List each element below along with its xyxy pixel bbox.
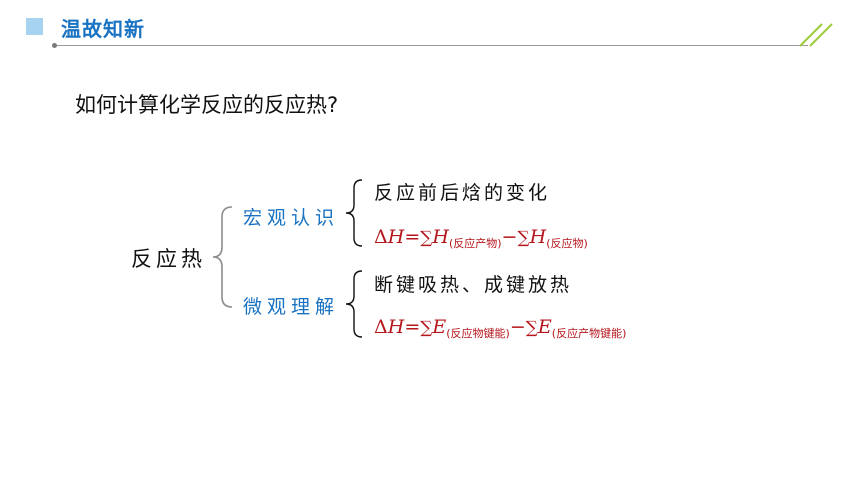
energy-var-products: E — [537, 316, 552, 338]
enthalpy-var-reactants: H — [529, 226, 547, 248]
sum-symbol-4: ∑ — [525, 318, 538, 338]
equals-sign: = — [404, 226, 421, 248]
subscript-products: (反应产物) — [448, 237, 502, 250]
delta-symbol-2: Δ — [374, 316, 388, 338]
branch-brace-micro-icon — [345, 270, 363, 338]
minus-sign: − — [501, 226, 518, 248]
subscript-reactants: (反应物) — [546, 237, 588, 250]
main-brace-icon — [212, 206, 233, 308]
enthalpy-var-2: H — [387, 316, 405, 338]
minus-sign-2: − — [509, 316, 526, 338]
delta-symbol: Δ — [374, 226, 388, 248]
root-label: 反应热 — [131, 247, 206, 271]
branch-label-macro: 宏观认识 — [243, 207, 340, 229]
leaf-enthalpy-change: 反应前后焓的变化 — [374, 182, 551, 204]
enthalpy-var-products: H — [432, 226, 449, 248]
page-title: 温故知新 — [61, 17, 145, 41]
energy-var-reactants: E — [432, 316, 447, 338]
leaf-bond-energy: 断键吸热、成键放热 — [374, 274, 573, 296]
sum-symbol: ∑ — [420, 228, 433, 248]
equals-sign-2: = — [404, 316, 421, 338]
divider-dot — [52, 43, 57, 48]
header-square-icon — [26, 18, 43, 35]
sum-symbol-3: ∑ — [420, 318, 433, 338]
formula-bond-energy: ΔH=∑E(反应物键能)−∑E(反应产物键能) — [374, 316, 626, 341]
double-slash-decoration-icon — [799, 23, 833, 47]
branch-brace-macro-icon — [345, 179, 363, 247]
enthalpy-var: H — [387, 226, 405, 248]
subscript-product-bond-energy: (反应产物键能) — [551, 327, 627, 340]
subscript-reactant-bond-energy: (反应物键能) — [446, 327, 510, 340]
sum-symbol-2: ∑ — [517, 228, 530, 248]
question-text: 如何计算化学反应的反应热? — [75, 93, 339, 117]
header-divider — [54, 45, 808, 46]
branch-label-micro: 微观理解 — [243, 296, 340, 318]
formula-enthalpy: ΔH=∑H(反应产物)−∑H(反应物) — [374, 226, 588, 251]
